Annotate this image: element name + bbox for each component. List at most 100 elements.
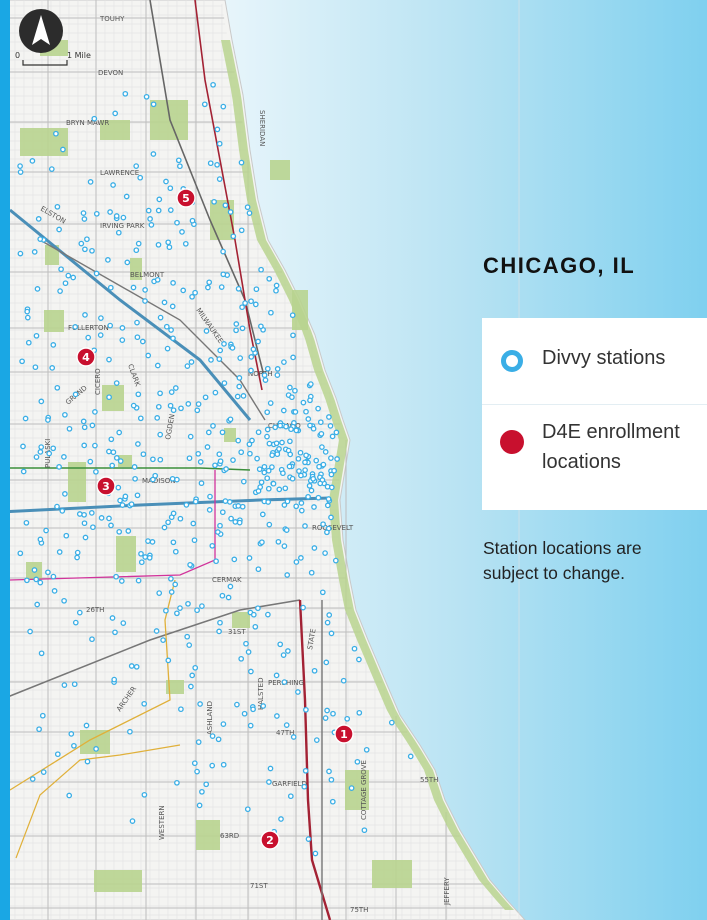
street-label: TOUHY bbox=[99, 15, 125, 23]
enrollment-marker-1[interactable]: 1 bbox=[334, 724, 354, 744]
divvy-station-dot bbox=[120, 214, 127, 221]
divvy-station-dot bbox=[297, 449, 304, 456]
street-label: IRVING PARK bbox=[100, 222, 145, 230]
divvy-station-dot bbox=[320, 521, 326, 528]
divvy-station-dot bbox=[147, 216, 153, 222]
divvy-station-dot bbox=[187, 433, 194, 440]
divvy-station-dot bbox=[116, 528, 123, 535]
left-accent-stripe bbox=[0, 0, 10, 920]
legend-enrollment-label: D4E enrollment locations bbox=[542, 421, 680, 473]
divvy-station-dot bbox=[235, 437, 242, 444]
divvy-station-dot bbox=[273, 282, 280, 289]
divvy-station-dot bbox=[222, 202, 229, 209]
divvy-station-dot bbox=[332, 557, 339, 564]
divvy-station-dot bbox=[130, 284, 137, 291]
divvy-station-dot bbox=[331, 467, 337, 474]
divvy-station-dot bbox=[214, 126, 221, 133]
divvy-station-dot bbox=[92, 442, 98, 449]
divvy-station-dot bbox=[225, 594, 232, 601]
divvy-station-dot bbox=[91, 115, 98, 122]
divvy-station-dot bbox=[141, 700, 148, 707]
divvy-station-dot bbox=[188, 359, 195, 365]
enrollment-marker-3[interactable]: 3 bbox=[96, 476, 116, 496]
divvy-station-dot bbox=[172, 581, 179, 588]
divvy-station-dot bbox=[165, 519, 171, 526]
divvy-station-dot bbox=[258, 266, 264, 273]
divvy-station-dot bbox=[111, 676, 118, 683]
divvy-station-dot bbox=[59, 508, 66, 514]
divvy-station-dot bbox=[238, 655, 245, 662]
divvy-station-dot bbox=[302, 459, 308, 466]
scale-bar: 0 1 Mile bbox=[15, 44, 91, 70]
divvy-station-dot bbox=[197, 459, 204, 465]
divvy-station-dot bbox=[243, 640, 249, 647]
divvy-station-dot bbox=[334, 456, 340, 462]
divvy-station-dot bbox=[106, 394, 112, 401]
divvy-station-dot bbox=[25, 339, 32, 346]
divvy-station-dot bbox=[38, 444, 45, 450]
divvy-station-dot bbox=[33, 332, 40, 339]
divvy-station-dot bbox=[248, 298, 254, 305]
divvy-station-dot bbox=[250, 706, 256, 713]
street-label: 75TH bbox=[350, 906, 368, 914]
divvy-station-dot bbox=[290, 332, 296, 339]
enrollment-marker-5[interactable]: 5 bbox=[176, 188, 196, 208]
divvy-station-dot bbox=[328, 630, 335, 637]
enrollment-marker-4[interactable]: 4 bbox=[76, 347, 96, 367]
divvy-station-dot bbox=[33, 576, 40, 583]
divvy-station-dot bbox=[318, 430, 325, 437]
divvy-station-dot bbox=[206, 279, 213, 286]
divvy-station-dot bbox=[222, 498, 229, 504]
divvy-station-dot bbox=[141, 791, 148, 798]
divvy-station-dot bbox=[235, 503, 242, 509]
divvy-station-dot bbox=[328, 471, 335, 478]
divvy-station-dot bbox=[185, 600, 191, 607]
divvy-station-dot bbox=[48, 166, 55, 172]
divvy-station-dot bbox=[135, 441, 141, 447]
divvy-station-dot bbox=[154, 415, 161, 421]
divvy-station-dot bbox=[112, 110, 119, 117]
divvy-station-dot bbox=[277, 641, 284, 648]
divvy-station-dot bbox=[302, 767, 309, 774]
divvy-station-dot bbox=[258, 323, 264, 330]
divvy-station-dot bbox=[135, 240, 142, 247]
divvy-station-dot bbox=[85, 334, 92, 341]
divvy-station-dot bbox=[329, 798, 336, 805]
divvy-station-dot bbox=[49, 365, 56, 371]
divvy-station-dot bbox=[266, 275, 273, 282]
divvy-station-dot bbox=[87, 458, 94, 465]
divvy-station-dot bbox=[283, 423, 289, 430]
divvy-station-dot bbox=[139, 338, 146, 345]
enrollment-marker-number: 2 bbox=[266, 834, 274, 847]
divvy-station-dot bbox=[264, 409, 271, 416]
divvy-station-dot bbox=[106, 515, 112, 522]
divvy-station-dot bbox=[145, 352, 152, 359]
divvy-station-dot bbox=[233, 321, 240, 327]
divvy-station-dot bbox=[178, 706, 184, 713]
divvy-station-dot bbox=[255, 566, 262, 573]
divvy-station-dot bbox=[351, 645, 358, 652]
divvy-station-dot bbox=[264, 365, 271, 372]
divvy-station-dot bbox=[191, 537, 198, 544]
street-label: MADISON bbox=[142, 477, 175, 485]
street-label: 31ST bbox=[228, 628, 246, 636]
enrollment-marker-2[interactable]: 2 bbox=[260, 830, 280, 850]
divvy-station-dot bbox=[205, 429, 212, 436]
divvy-station-dot bbox=[149, 539, 156, 545]
divvy-station-dot bbox=[407, 753, 414, 760]
divvy-station-dot bbox=[209, 542, 216, 549]
divvy-station-dot bbox=[295, 455, 302, 462]
enrollment-marker-number: 1 bbox=[340, 728, 348, 741]
divvy-station-dot bbox=[293, 427, 300, 434]
divvy-station-dot bbox=[274, 713, 280, 719]
divvy-station-dot bbox=[36, 726, 42, 733]
divvy-station-dot bbox=[81, 520, 88, 527]
divvy-station-dot bbox=[202, 394, 209, 401]
divvy-station-dot bbox=[246, 210, 253, 216]
divvy-station-dot bbox=[82, 312, 88, 318]
divvy-station-icon bbox=[501, 350, 523, 372]
divvy-station-dot bbox=[50, 342, 57, 348]
divvy-station-dot bbox=[120, 620, 127, 626]
divvy-station-dot bbox=[215, 736, 222, 743]
divvy-station-dot bbox=[17, 550, 24, 557]
